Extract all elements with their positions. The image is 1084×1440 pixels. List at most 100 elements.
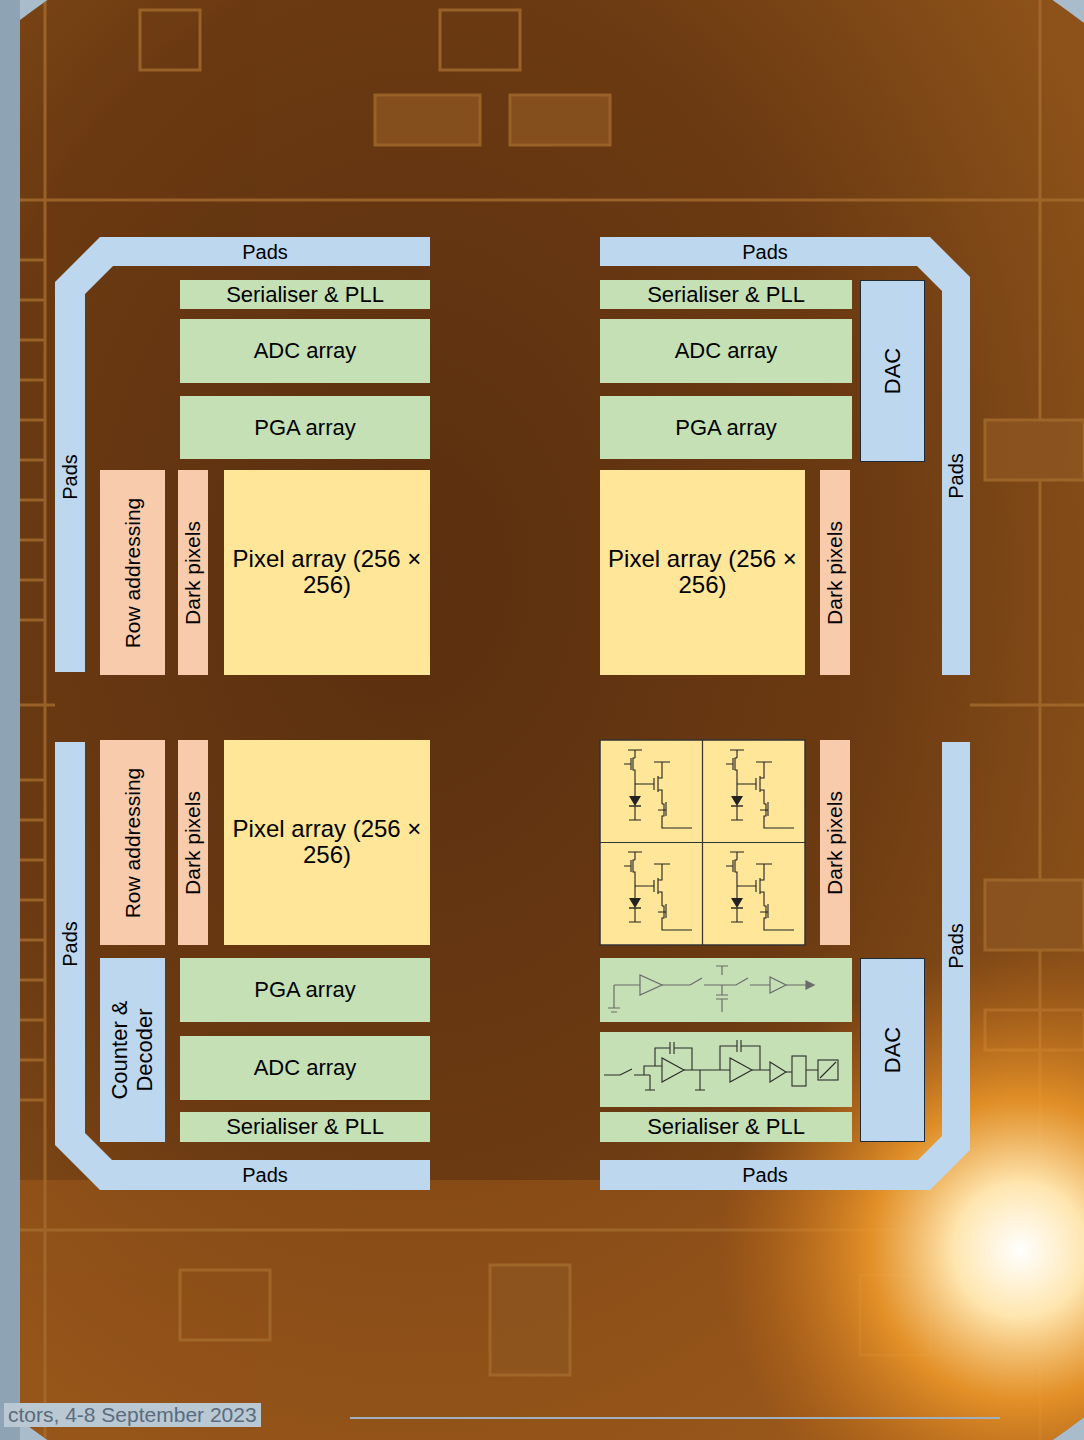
adc-schematic-part [604,1040,838,1090]
block-label: Pads [945,745,967,1147]
pads-band: Pads [55,282,85,672]
pads-band: Pads [100,237,430,266]
block-label: Serialiser & PLL [184,282,426,307]
block-label: Pads [59,745,81,1142]
pixel-schematic-part [600,740,805,945]
text-holder: Counter & Decoder [108,961,157,1139]
text-holder: Pads [945,280,967,672]
pads-band: Pads [600,237,930,266]
text-holder: Pads [945,745,967,1147]
pixel-strip: Dark pixels [820,740,850,945]
block-label: ADC array [604,339,848,364]
die-pattern-part [510,95,610,145]
text-holder: Pixel array (256 × 256) [604,546,801,600]
footer-note: ctors, 4-8 September 2023 [4,1403,261,1427]
wafer-surface [20,0,1084,1440]
block-label: DAC [880,283,905,459]
pga-schematic-part-part [770,977,786,993]
circuit-block: Serialiser & PLL [600,1112,852,1142]
block-label: DAC [880,961,905,1139]
pixel-strip: Row addressing [100,470,165,675]
dac-block: DAC [860,958,925,1142]
adc-schematic-part-part [730,1058,752,1082]
text-holder: ADC array [604,339,848,364]
text-holder: Dark pixels [181,743,205,942]
adc-schematic-part-part [770,1062,786,1082]
text-holder: Serialiser & PLL [604,282,848,307]
block-label: ADC array [184,339,426,364]
die-pattern-part [985,880,1084,950]
adc-schematic-part-part [818,1060,838,1080]
text-holder: Pads [104,240,426,262]
block-label: ADC array [184,1056,426,1081]
pads-band: Pads [942,277,970,675]
text-holder: Dark pixels [823,743,847,942]
text-holder: Row addressing [121,743,145,942]
pixel-strip: Row addressing [100,740,165,945]
text-holder: Serialiser & PLL [604,1115,848,1140]
text-holder: PGA array [184,978,426,1003]
block-label: Row addressing [121,473,145,672]
pixel-schematic-part [726,750,794,828]
pixel-strip: Dark pixels [178,740,208,945]
footer-rule [350,1417,1000,1419]
circuit-block: PGA array [180,396,430,459]
text-holder: ADC array [184,339,426,364]
counter-block: Counter & Decoder [100,958,165,1142]
block-label: Dark pixels [823,473,847,672]
pga-schematic-part-part [640,975,662,995]
pixel-strip: Dark pixels [178,470,208,675]
block-label: Pads [945,280,967,672]
pixel-schematic-part [624,852,692,930]
block-label: Dark pixels [181,743,205,942]
block-label: Pads [104,240,426,262]
text-holder: Row addressing [121,473,145,672]
block-label: Pixel array (256 × 256) [604,546,801,600]
block-label: Serialiser & PLL [604,1115,848,1140]
text-holder: PGA array [184,415,426,440]
circuit-block: Serialiser & PLL [180,1112,430,1142]
pads-band: Pads [600,1160,930,1190]
die-pattern-part [180,1270,270,1340]
block-label: Serialiser & PLL [184,1115,426,1140]
circuit-block: Serialiser & PLL [180,280,430,309]
block-label: Dark pixels [181,473,205,672]
text-holder: Pads [604,240,926,262]
text-holder: Pixel array (256 × 256) [228,546,426,600]
text-holder: ADC array [184,1056,426,1081]
text-holder: Dark pixels [181,473,205,672]
block-label: PGA array [184,415,426,440]
pads-band: Pads [100,1160,430,1190]
text-holder: Pads [604,1164,926,1186]
pixel-array: Pixel array (256 × 256) [224,470,430,675]
die-pattern-part [490,1265,570,1375]
text-holder: Pads [59,745,81,1142]
circuit-block: PGA array [600,396,852,459]
die-pattern-part [375,95,480,145]
block-label: Pixel array (256 × 256) [228,546,426,600]
wafer [20,0,1084,1440]
pixel-strip: Dark pixels [820,470,850,675]
die-pattern-part [985,420,1084,480]
pixel-schematic-part [600,740,805,945]
block-label: Pads [604,1164,926,1186]
pga-schematic-part [608,966,814,1012]
pads-band: Pads [942,742,970,1150]
adc-schematic-part-part [604,1040,818,1090]
die-pattern-part [20,260,45,1100]
block-label: Pads [59,285,81,669]
circuit-block: ADC array [180,319,430,383]
pad-ring-corners [55,237,970,1190]
circuit-block: Serialiser & PLL [600,280,852,309]
text-holder: DAC [880,283,905,459]
block-label: Pixel array (256 × 256) [228,816,426,870]
block-label: PGA array [184,978,426,1003]
text-holder: PGA array [604,415,848,440]
die-pattern-part [140,10,200,70]
adc-schematic-part-part [662,1058,684,1082]
circuit-block: ADC array [600,319,852,383]
text-holder: Serialiser & PLL [184,1115,426,1140]
light-reflection [720,950,1084,1440]
pixel-schematic-part [624,750,692,828]
adc-schematic-part [600,1032,852,1107]
